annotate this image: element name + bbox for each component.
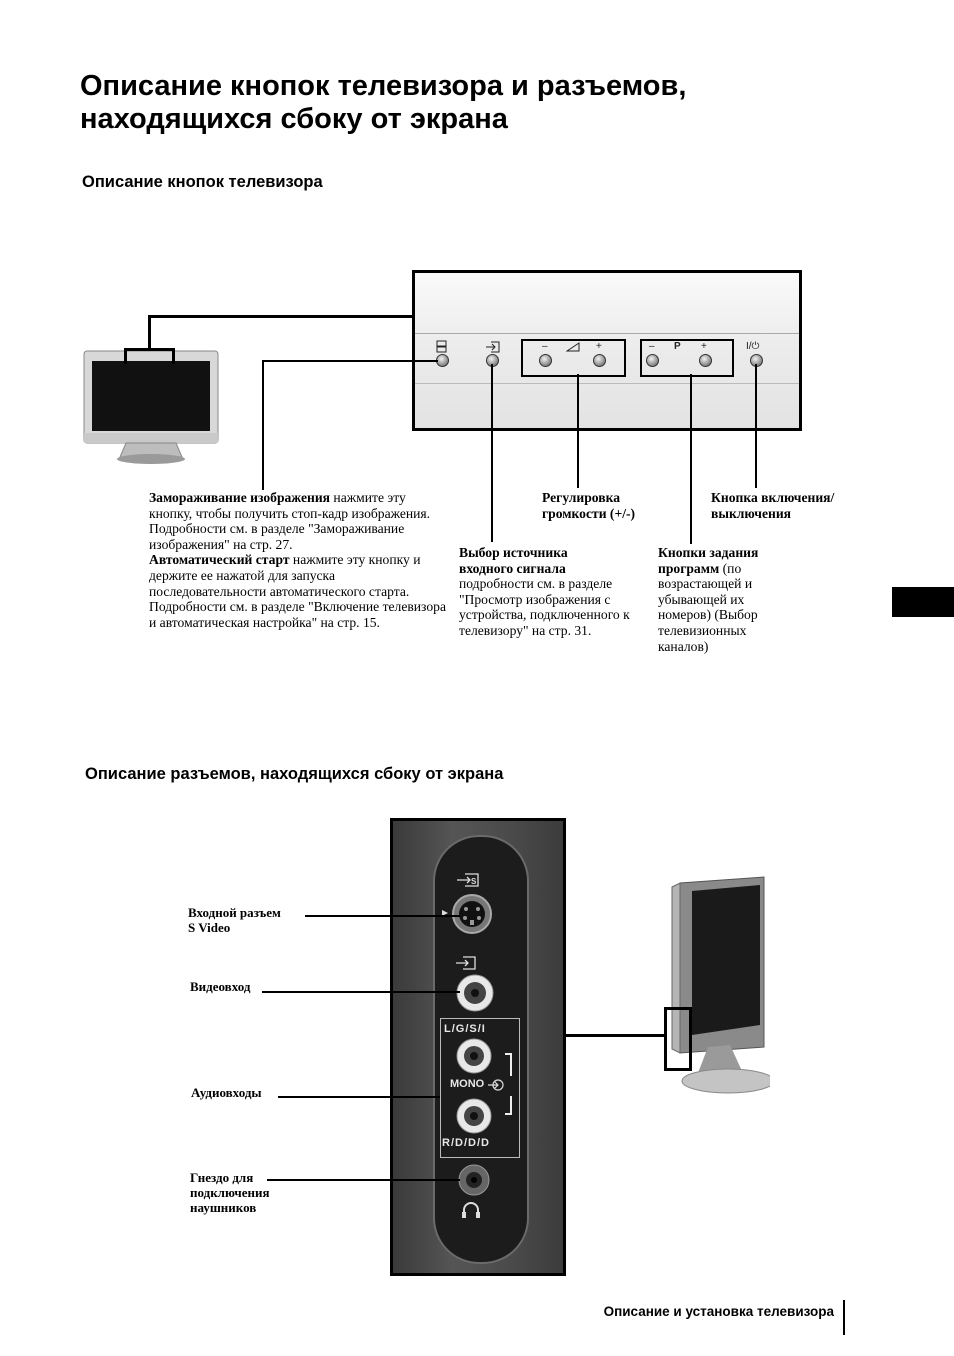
program-group-box bbox=[640, 339, 734, 377]
svideo-label: Входной разъем S Video bbox=[188, 905, 281, 935]
volume-description: Регулировка громкости (+/-) bbox=[542, 490, 692, 521]
freeze-text: нажмите эту кнопку, чтобы получить стоп-… bbox=[149, 490, 431, 552]
svideo-jack[interactable] bbox=[438, 892, 498, 940]
headphones-label-line1: Гнездо для bbox=[190, 1170, 254, 1185]
chapter-tab bbox=[892, 587, 954, 617]
input-source-icon bbox=[486, 341, 500, 353]
svg-text:S: S bbox=[471, 877, 477, 886]
program-minus-symbol: – bbox=[649, 341, 655, 352]
tv-side-illustration bbox=[671, 876, 770, 1094]
audio-input-icon bbox=[488, 1079, 504, 1091]
power-title-line1: Кнопка включения/ bbox=[711, 490, 835, 505]
audio-left-jack[interactable] bbox=[455, 1037, 493, 1075]
headphones-label: Гнездо для подключения наушников bbox=[190, 1170, 270, 1215]
footer-section-title: Описание и установка телевизора bbox=[603, 1304, 834, 1319]
mono-label: MONO bbox=[450, 1078, 485, 1090]
power-title-line2: выключения bbox=[711, 505, 792, 521]
power-description: Кнопка включения/ выключения bbox=[711, 490, 871, 521]
program-p-symbol: P bbox=[674, 341, 681, 352]
volume-group-box bbox=[521, 339, 626, 377]
video-label: Видеовход bbox=[190, 979, 251, 994]
program-down-button[interactable] bbox=[646, 354, 659, 367]
audio-bracket-icon bbox=[505, 1053, 512, 1115]
volume-icon bbox=[566, 342, 580, 352]
auto-start-text: нажмите эту кнопку и держите ее нажатой … bbox=[149, 552, 446, 630]
volume-minus-symbol: – bbox=[542, 341, 548, 352]
volume-up-button[interactable] bbox=[593, 354, 606, 367]
programs-description: Кнопки задания программ (по возрастающей… bbox=[658, 545, 798, 654]
volume-title-line2: громкости (+/-) bbox=[542, 505, 636, 521]
headphones-label-line2: подключения bbox=[190, 1185, 270, 1200]
freeze-icon bbox=[436, 340, 447, 353]
auto-start-title: Автоматический старт bbox=[149, 552, 290, 568]
page-title: Описание кнопок телевизора и разъемов, н… bbox=[80, 70, 860, 136]
input-select-title-line2: входного сигнала bbox=[459, 560, 566, 576]
programs-title-line1: Кнопки задания bbox=[658, 545, 759, 560]
video-jack[interactable] bbox=[455, 973, 495, 1013]
input-select-description: Выбор источника входного сигнала подробн… bbox=[459, 545, 634, 639]
program-up-button[interactable] bbox=[699, 354, 712, 367]
section-heading-buttons: Описание кнопок телевизора bbox=[82, 173, 323, 191]
audio-right-label: R/D/D/D bbox=[442, 1137, 490, 1149]
volume-title-line1: Регулировка bbox=[542, 490, 621, 505]
freeze-description: Замораживание изображения нажмите эту кн… bbox=[149, 490, 449, 630]
button-panel bbox=[412, 270, 802, 431]
video-input-icon bbox=[456, 956, 476, 970]
volume-plus-symbol: + bbox=[596, 341, 602, 352]
audio-input-box bbox=[440, 1018, 520, 1158]
headphones-jack[interactable] bbox=[456, 1162, 492, 1198]
program-plus-symbol: + bbox=[701, 341, 707, 352]
power-symbol: I/⏻ bbox=[746, 341, 760, 352]
programs-title-bold: программ bbox=[658, 560, 720, 576]
volume-down-button[interactable] bbox=[539, 354, 552, 367]
audio-left-label: L/G/S/I bbox=[444, 1023, 486, 1035]
page-title-line1: Описание кнопок телевизора и разъемов, bbox=[80, 70, 687, 102]
headphones-icon bbox=[462, 1202, 480, 1218]
footer-divider bbox=[843, 1300, 845, 1335]
tv-front-illustration bbox=[83, 350, 219, 464]
freeze-title: Замораживание изображения bbox=[149, 490, 331, 505]
svideo-input-icon: S bbox=[457, 873, 479, 887]
input-select-text: подробности см. в разделе "Просмотр изоб… bbox=[459, 576, 630, 638]
svideo-label-line2: S Video bbox=[188, 920, 231, 935]
programs-text: (по возрастающей и убывающей их номеров)… bbox=[658, 560, 758, 654]
audio-right-jack[interactable] bbox=[455, 1097, 493, 1135]
headphones-label-line3: наушников bbox=[190, 1200, 257, 1215]
side-connector-highlight bbox=[664, 1007, 692, 1071]
svideo-label-line1: Входной разъем bbox=[188, 905, 281, 920]
input-select-title-line1: Выбор источника bbox=[459, 545, 568, 560]
section-heading-connectors: Описание разъемов, находящихся сбоку от … bbox=[85, 765, 504, 783]
page-title-line2: находящихся сбоку от экрана bbox=[80, 103, 508, 135]
audio-label: Аудиовходы bbox=[191, 1085, 262, 1100]
